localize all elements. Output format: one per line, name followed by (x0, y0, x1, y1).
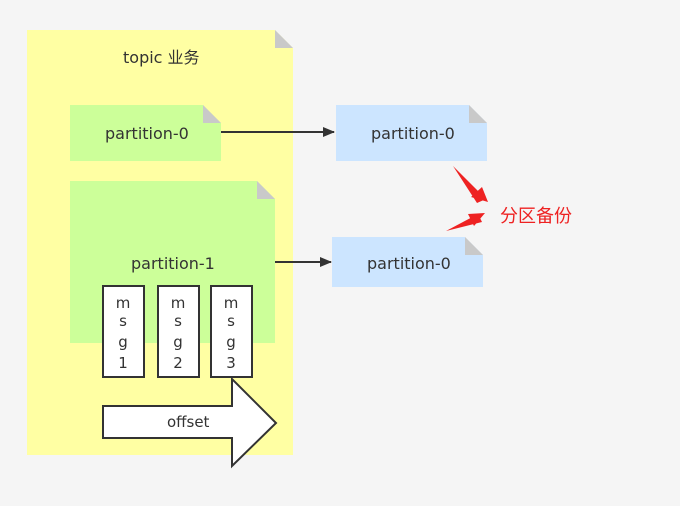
replica-0-box (336, 105, 487, 161)
message-2-char: s (174, 312, 182, 330)
replica-0-fold (469, 105, 487, 123)
partition-1-fold (257, 181, 275, 199)
message-2-char: g (173, 333, 183, 351)
message-3-char: m (223, 294, 239, 312)
replica-1-fold (465, 237, 483, 255)
message-3-char: s (227, 312, 235, 330)
message-3-char: 3 (226, 354, 236, 372)
message-box-3 (210, 285, 253, 378)
topic-label: topic 业务 (123, 48, 200, 67)
partition-1-label: partition-1 (131, 254, 215, 273)
offset-label: offset (167, 413, 210, 431)
topic-fold (275, 30, 293, 48)
replica-1-label: partition-0 (367, 254, 451, 273)
message-box-2 (157, 285, 200, 378)
offset-arrow (102, 376, 278, 469)
partition-0-label: partition-0 (105, 124, 189, 143)
message-1-char: s (119, 312, 127, 330)
message-box-1 (102, 285, 145, 378)
partition-0-fold (203, 105, 221, 123)
message-2-char: 2 (173, 354, 183, 372)
message-3-char: g (226, 333, 236, 351)
backup-label: 分区备份 (500, 206, 572, 227)
backup-arrow-lower-head (468, 213, 485, 226)
partition-0-box (70, 105, 221, 161)
backup-arrow-upper-head (471, 187, 488, 202)
message-1-char: m (115, 294, 131, 312)
replica-0-label: partition-0 (371, 124, 455, 143)
message-1-char: 1 (118, 354, 128, 372)
replica-1-box (332, 237, 483, 287)
message-2-char: m (170, 294, 186, 312)
message-1-char: g (118, 333, 128, 351)
